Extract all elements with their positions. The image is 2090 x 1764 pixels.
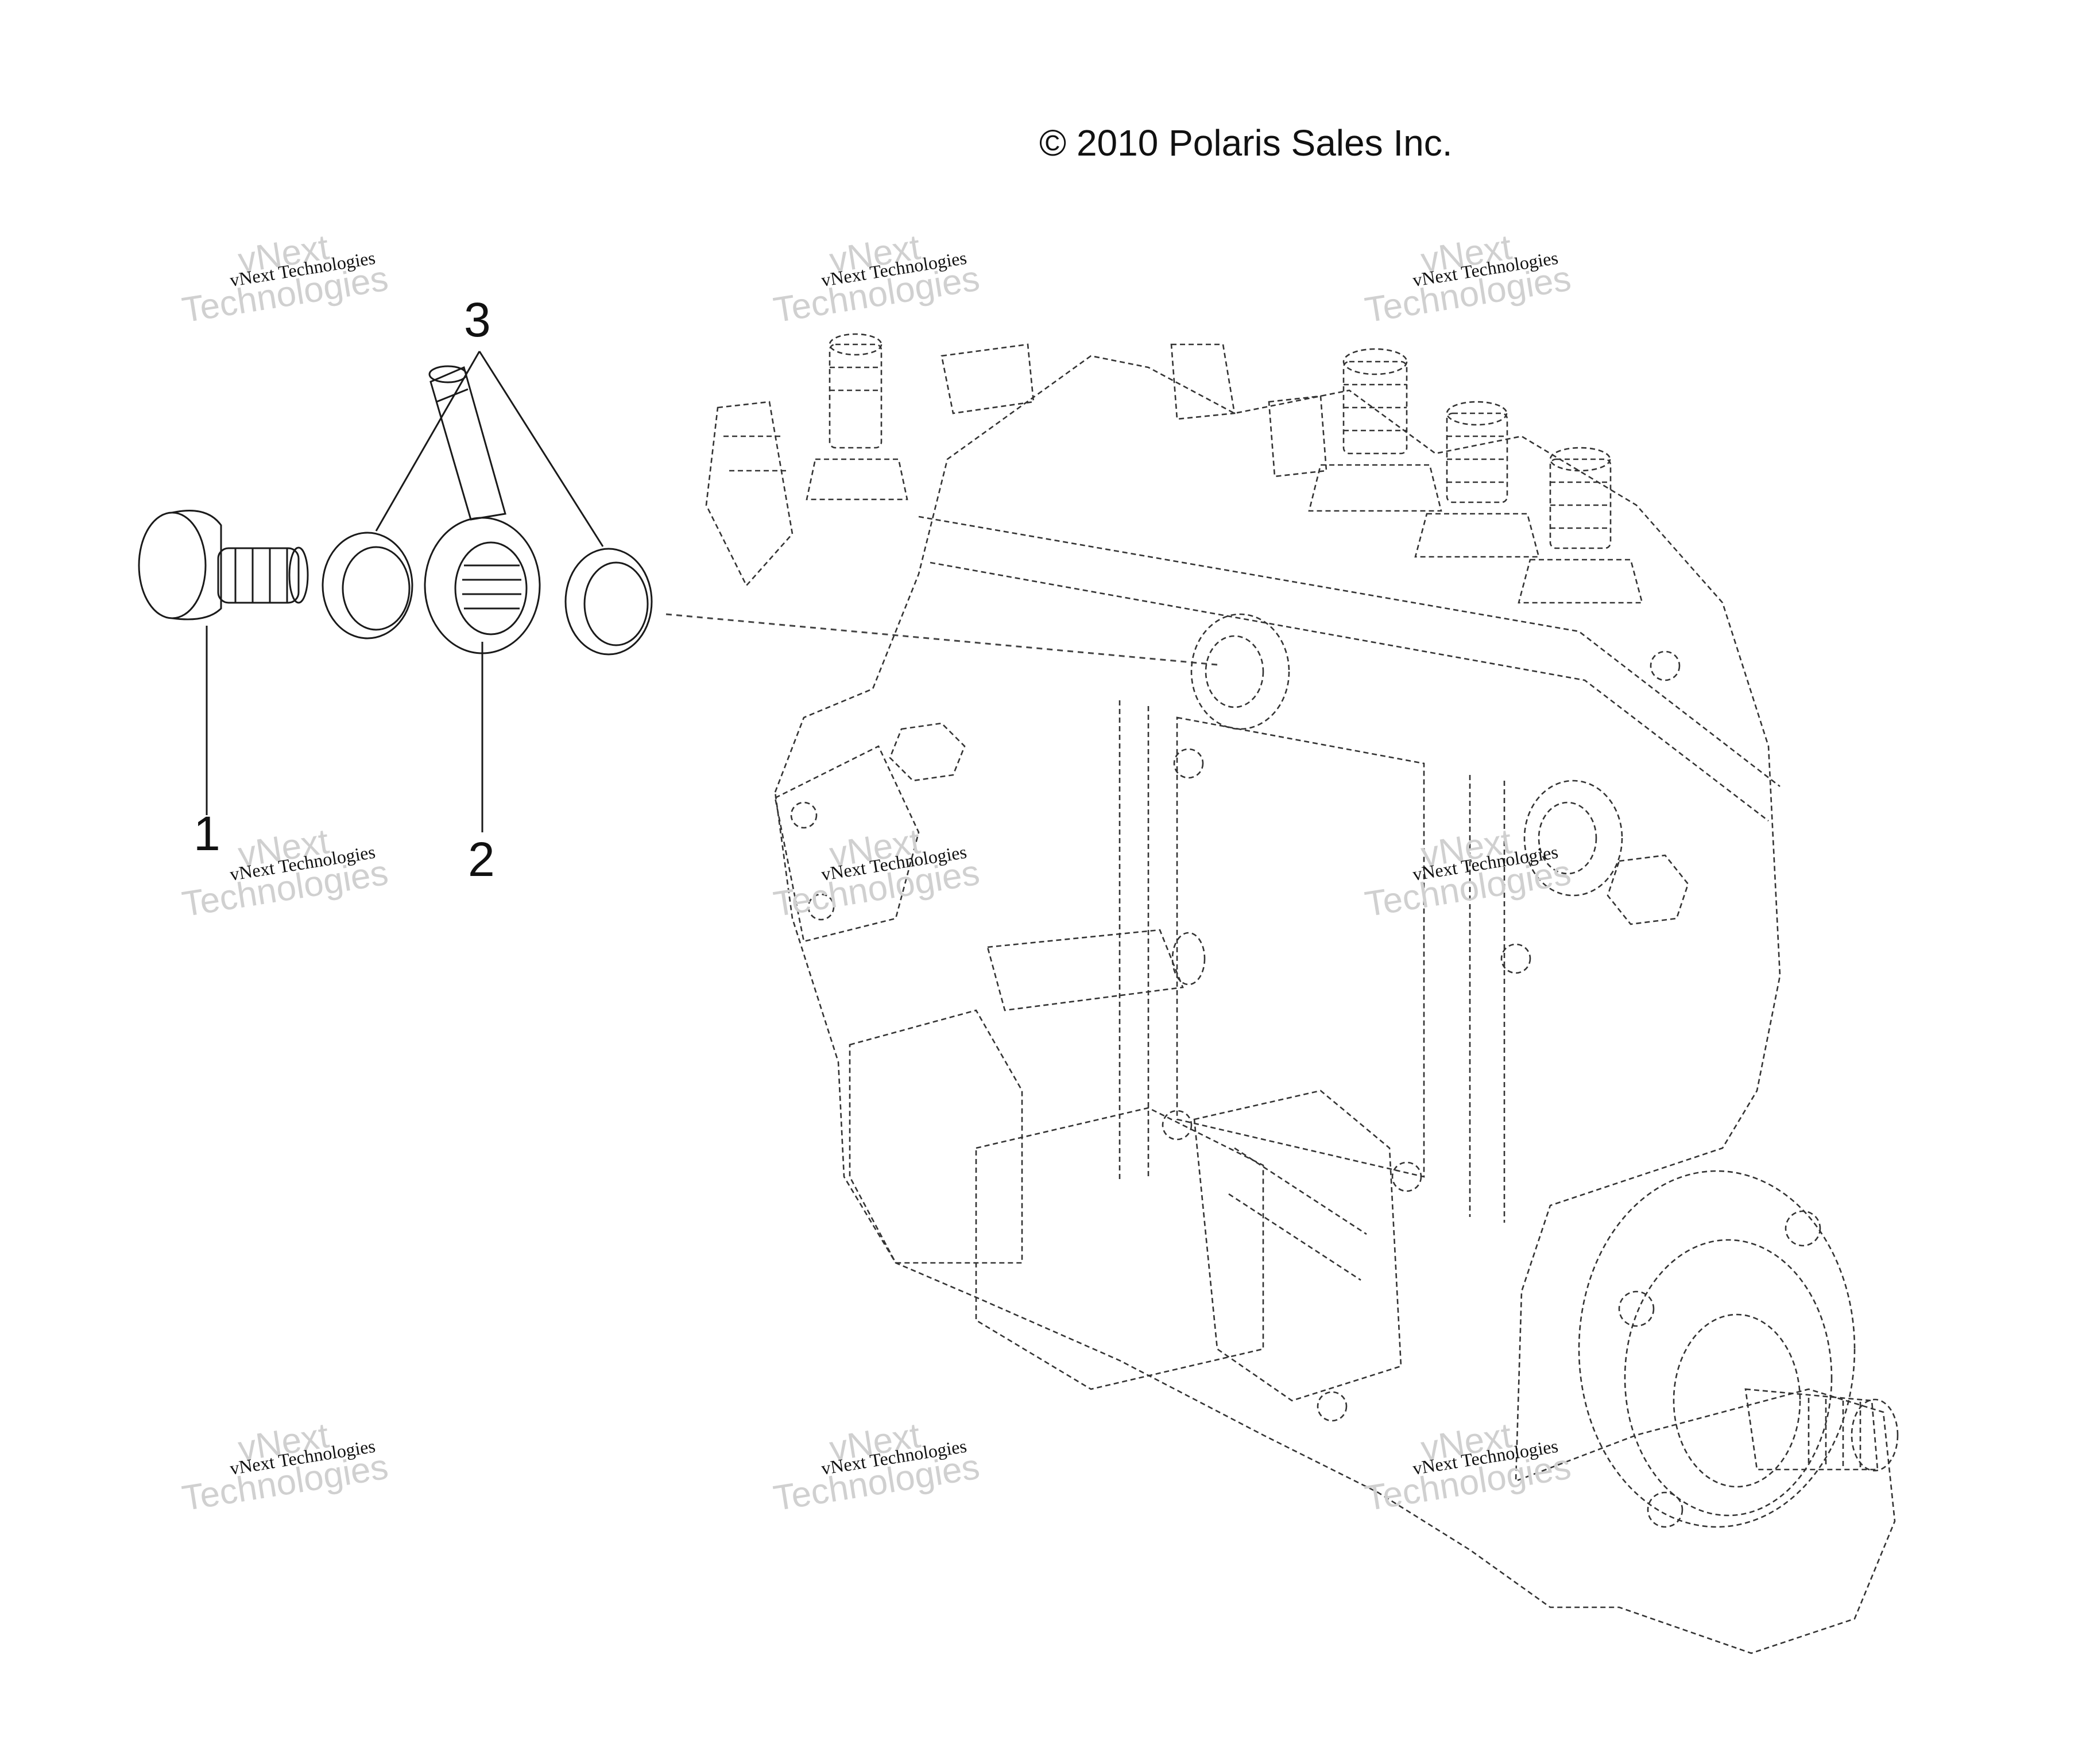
washer-left-drawing: [322, 532, 413, 639]
callout-number-1: 1: [193, 807, 220, 860]
banjo-fitting-drawing: [424, 365, 541, 654]
copyright-notice: © 2010 Polaris Sales Inc.: [1039, 122, 1453, 164]
banjo-bolt-drawing: [138, 510, 309, 621]
injection-pump-drawing: [705, 333, 1899, 1654]
callout-number-2: 2: [468, 832, 495, 886]
washer-right-drawing: [564, 548, 653, 656]
callout-number-3: 3: [464, 293, 491, 347]
leader-lines: [206, 351, 1218, 832]
